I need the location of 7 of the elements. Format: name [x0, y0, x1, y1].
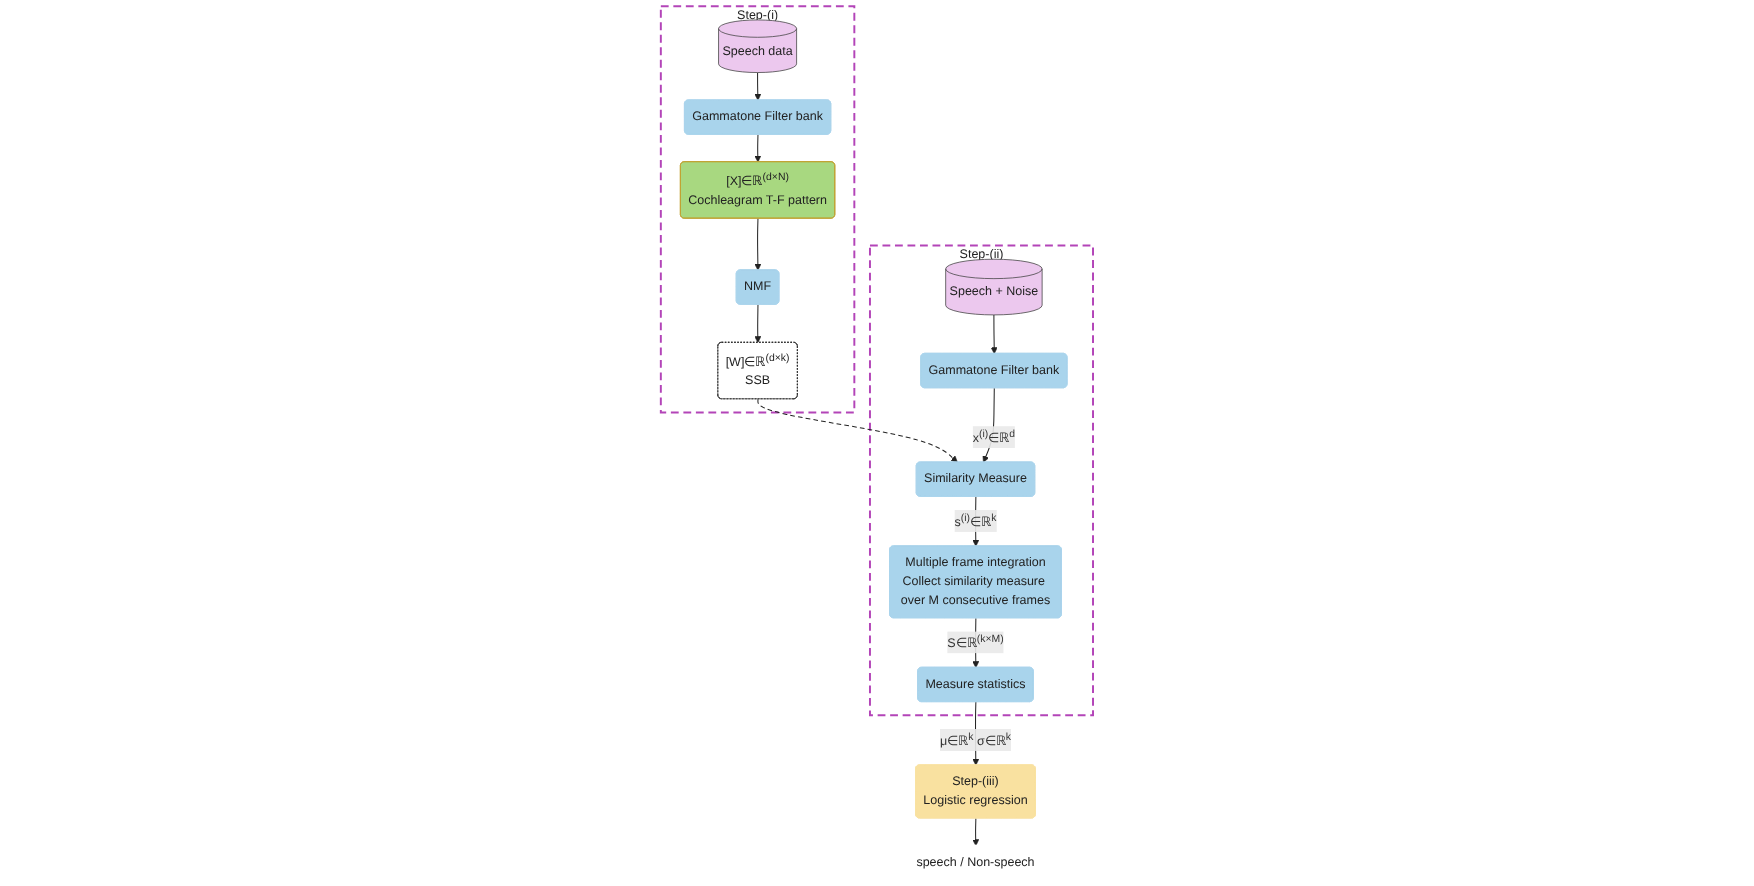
arrow	[990, 314, 998, 355]
arrow	[754, 134, 762, 163]
arrow	[754, 72, 762, 101]
arrow	[757, 398, 958, 463]
arrow	[754, 304, 762, 343]
arrow	[754, 218, 762, 271]
arrow	[972, 817, 980, 847]
